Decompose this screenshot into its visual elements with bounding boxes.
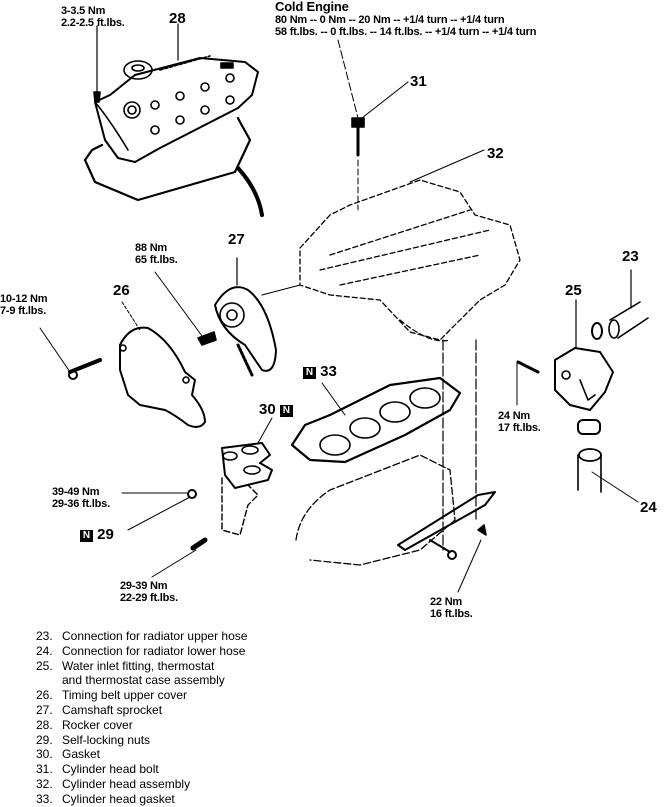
callout-28: 28 xyxy=(169,10,186,27)
callout-26: 26 xyxy=(113,282,130,299)
legend-text-continued: and thermostat case assembly xyxy=(62,673,225,688)
legend-text: Camshaft sprocket xyxy=(62,702,163,717)
torque-nm: 22 Nm xyxy=(430,596,463,608)
legend-number: 25. xyxy=(36,658,53,673)
legend-text: Cylinder head gasket xyxy=(62,791,175,806)
legend-text: Connection for radiator upper hose xyxy=(62,629,248,643)
torque-ftlbs: 22-29 ft.lbs. xyxy=(120,592,178,604)
pcv-hose xyxy=(236,166,264,217)
camshaft-sprocket xyxy=(214,257,277,377)
thermostat-housing xyxy=(554,299,614,435)
cylinder-head-bolt xyxy=(337,39,409,211)
cover-torque-label: 10-12 Nm 7-9 ft.lbs. xyxy=(0,293,48,317)
legend-text: Timing belt upper cover xyxy=(62,688,187,703)
manifold-gasket xyxy=(221,417,273,489)
callout-number: 30 xyxy=(259,401,276,418)
engine-block xyxy=(295,454,456,566)
bolt-torque-label: 29-39 Nm 22-29 ft.lbs. xyxy=(120,580,178,604)
legend-item: 32. Cylinder head assembly xyxy=(36,777,247,792)
legend-item: 33. Cylinder head gasket xyxy=(36,792,247,807)
legend-item: 27. Camshaft sprocket xyxy=(36,703,247,718)
legend-text: Cylinder head bolt xyxy=(62,762,159,777)
callout-29: N 29 xyxy=(80,527,114,542)
torque-nm: 10-12 Nm xyxy=(0,293,48,305)
rocker-cover xyxy=(94,55,259,163)
callout-number: 33 xyxy=(320,363,337,380)
callout-33: N 33 xyxy=(303,364,337,379)
torque-ftlbs: 29-36 ft.lbs. xyxy=(52,498,110,510)
cold-engine-spec: Cold Engine 80 Nm -- 0 Nm -- 20 Nm -- +1… xyxy=(275,0,536,38)
new-part-badge: N xyxy=(80,530,93,542)
cylinder-head-gasket xyxy=(290,376,462,464)
legend-number: 32. xyxy=(36,776,53,791)
legend-text: Cylinder head assembly xyxy=(62,776,191,791)
legend-item: 31. Cylinder head bolt xyxy=(36,762,247,777)
torque-nm: 24 Nm xyxy=(498,410,531,422)
torque-nm: 88 Nm xyxy=(135,242,168,254)
legend-item: 23. Connection for radiator upper hose xyxy=(36,629,247,644)
legend-number: 31. xyxy=(36,762,53,777)
callout-31: 31 xyxy=(410,73,427,90)
legend-text: Rocker cover xyxy=(62,717,133,732)
callout-30: 30 N xyxy=(259,402,293,417)
bracket-torque-label: 22 Nm 16 ft.lbs. xyxy=(430,596,473,620)
torque-ftlbs: 17 ft.lbs. xyxy=(498,422,541,434)
legend-text: Gasket xyxy=(62,747,101,762)
sprocket-torque-label: 88 Nm 65 ft.lbs. xyxy=(135,242,178,266)
thermostat-torque-label: 24 Nm 17 ft.lbs. xyxy=(498,410,541,434)
bracket xyxy=(397,491,496,551)
nut-torque-label: 39-49 Nm 29-36 ft.lbs. xyxy=(52,486,110,510)
legend-item: 25. Water inlet fitting, thermostat xyxy=(36,659,247,674)
legend-number: 28. xyxy=(36,717,53,732)
cold-engine-nm: 80 Nm -- 0 Nm -- 20 Nm -- +1/4 turn -- +… xyxy=(275,14,505,26)
torque-nm: 29-39 Nm xyxy=(120,580,168,592)
legend-item: 26. Timing belt upper cover xyxy=(36,688,247,703)
legend-number: 33. xyxy=(36,791,53,806)
torque-ftlbs: 2.2-2.5 ft.lbs. xyxy=(61,17,125,29)
new-part-badge: N xyxy=(279,405,293,417)
legend-item: 28. Rocker cover xyxy=(36,718,247,733)
torque-nm: 3-3.5 Nm xyxy=(61,5,106,17)
callout-24: 24 xyxy=(640,499,657,516)
callout-25: 25 xyxy=(565,282,582,299)
legend-number: 26. xyxy=(36,688,53,703)
torque-ftlbs: 16 ft.lbs. xyxy=(430,608,473,620)
torque-nm: 39-49 Nm xyxy=(52,486,100,498)
torque-ftlbs: 7-9 ft.lbs. xyxy=(0,305,47,317)
legend-text: Connection for radiator lower hose xyxy=(62,643,246,658)
legend-text: Water inlet fitting, thermostat xyxy=(62,658,215,673)
callout-23: 23 xyxy=(622,248,639,265)
legend-item: 29. Self-locking nuts xyxy=(36,733,247,748)
callout-number: 29 xyxy=(97,526,114,543)
legend-text: Self-locking nuts xyxy=(62,732,151,747)
timing-belt-upper-cover xyxy=(119,301,206,428)
legend-number: 29. xyxy=(36,732,53,747)
rocker-torque-label: 3-3.5 Nm 2.2-2.5 ft.lbs. xyxy=(61,5,125,29)
callout-32: 32 xyxy=(487,145,504,162)
legend-number: 24. xyxy=(36,643,53,658)
legend-number: 23. xyxy=(36,629,53,643)
legend-number: 30. xyxy=(36,747,53,762)
legend-number: 27. xyxy=(36,702,53,717)
legend-item: 24. Connection for radiator lower hose xyxy=(36,644,247,659)
torque-ftlbs: 65 ft.lbs. xyxy=(135,254,178,266)
callout-27: 27 xyxy=(228,231,245,248)
cold-engine-ftlbs: 58 ft.lbs. -- 0 ft.lbs. -- 14 ft.lbs. --… xyxy=(275,26,537,38)
new-part-badge: N xyxy=(303,367,316,379)
legend-item: 30. Gasket xyxy=(36,747,247,762)
cold-engine-heading: Cold Engine xyxy=(275,0,349,14)
cylinder-head xyxy=(299,149,521,342)
rocker-cover-gasket xyxy=(83,116,252,202)
